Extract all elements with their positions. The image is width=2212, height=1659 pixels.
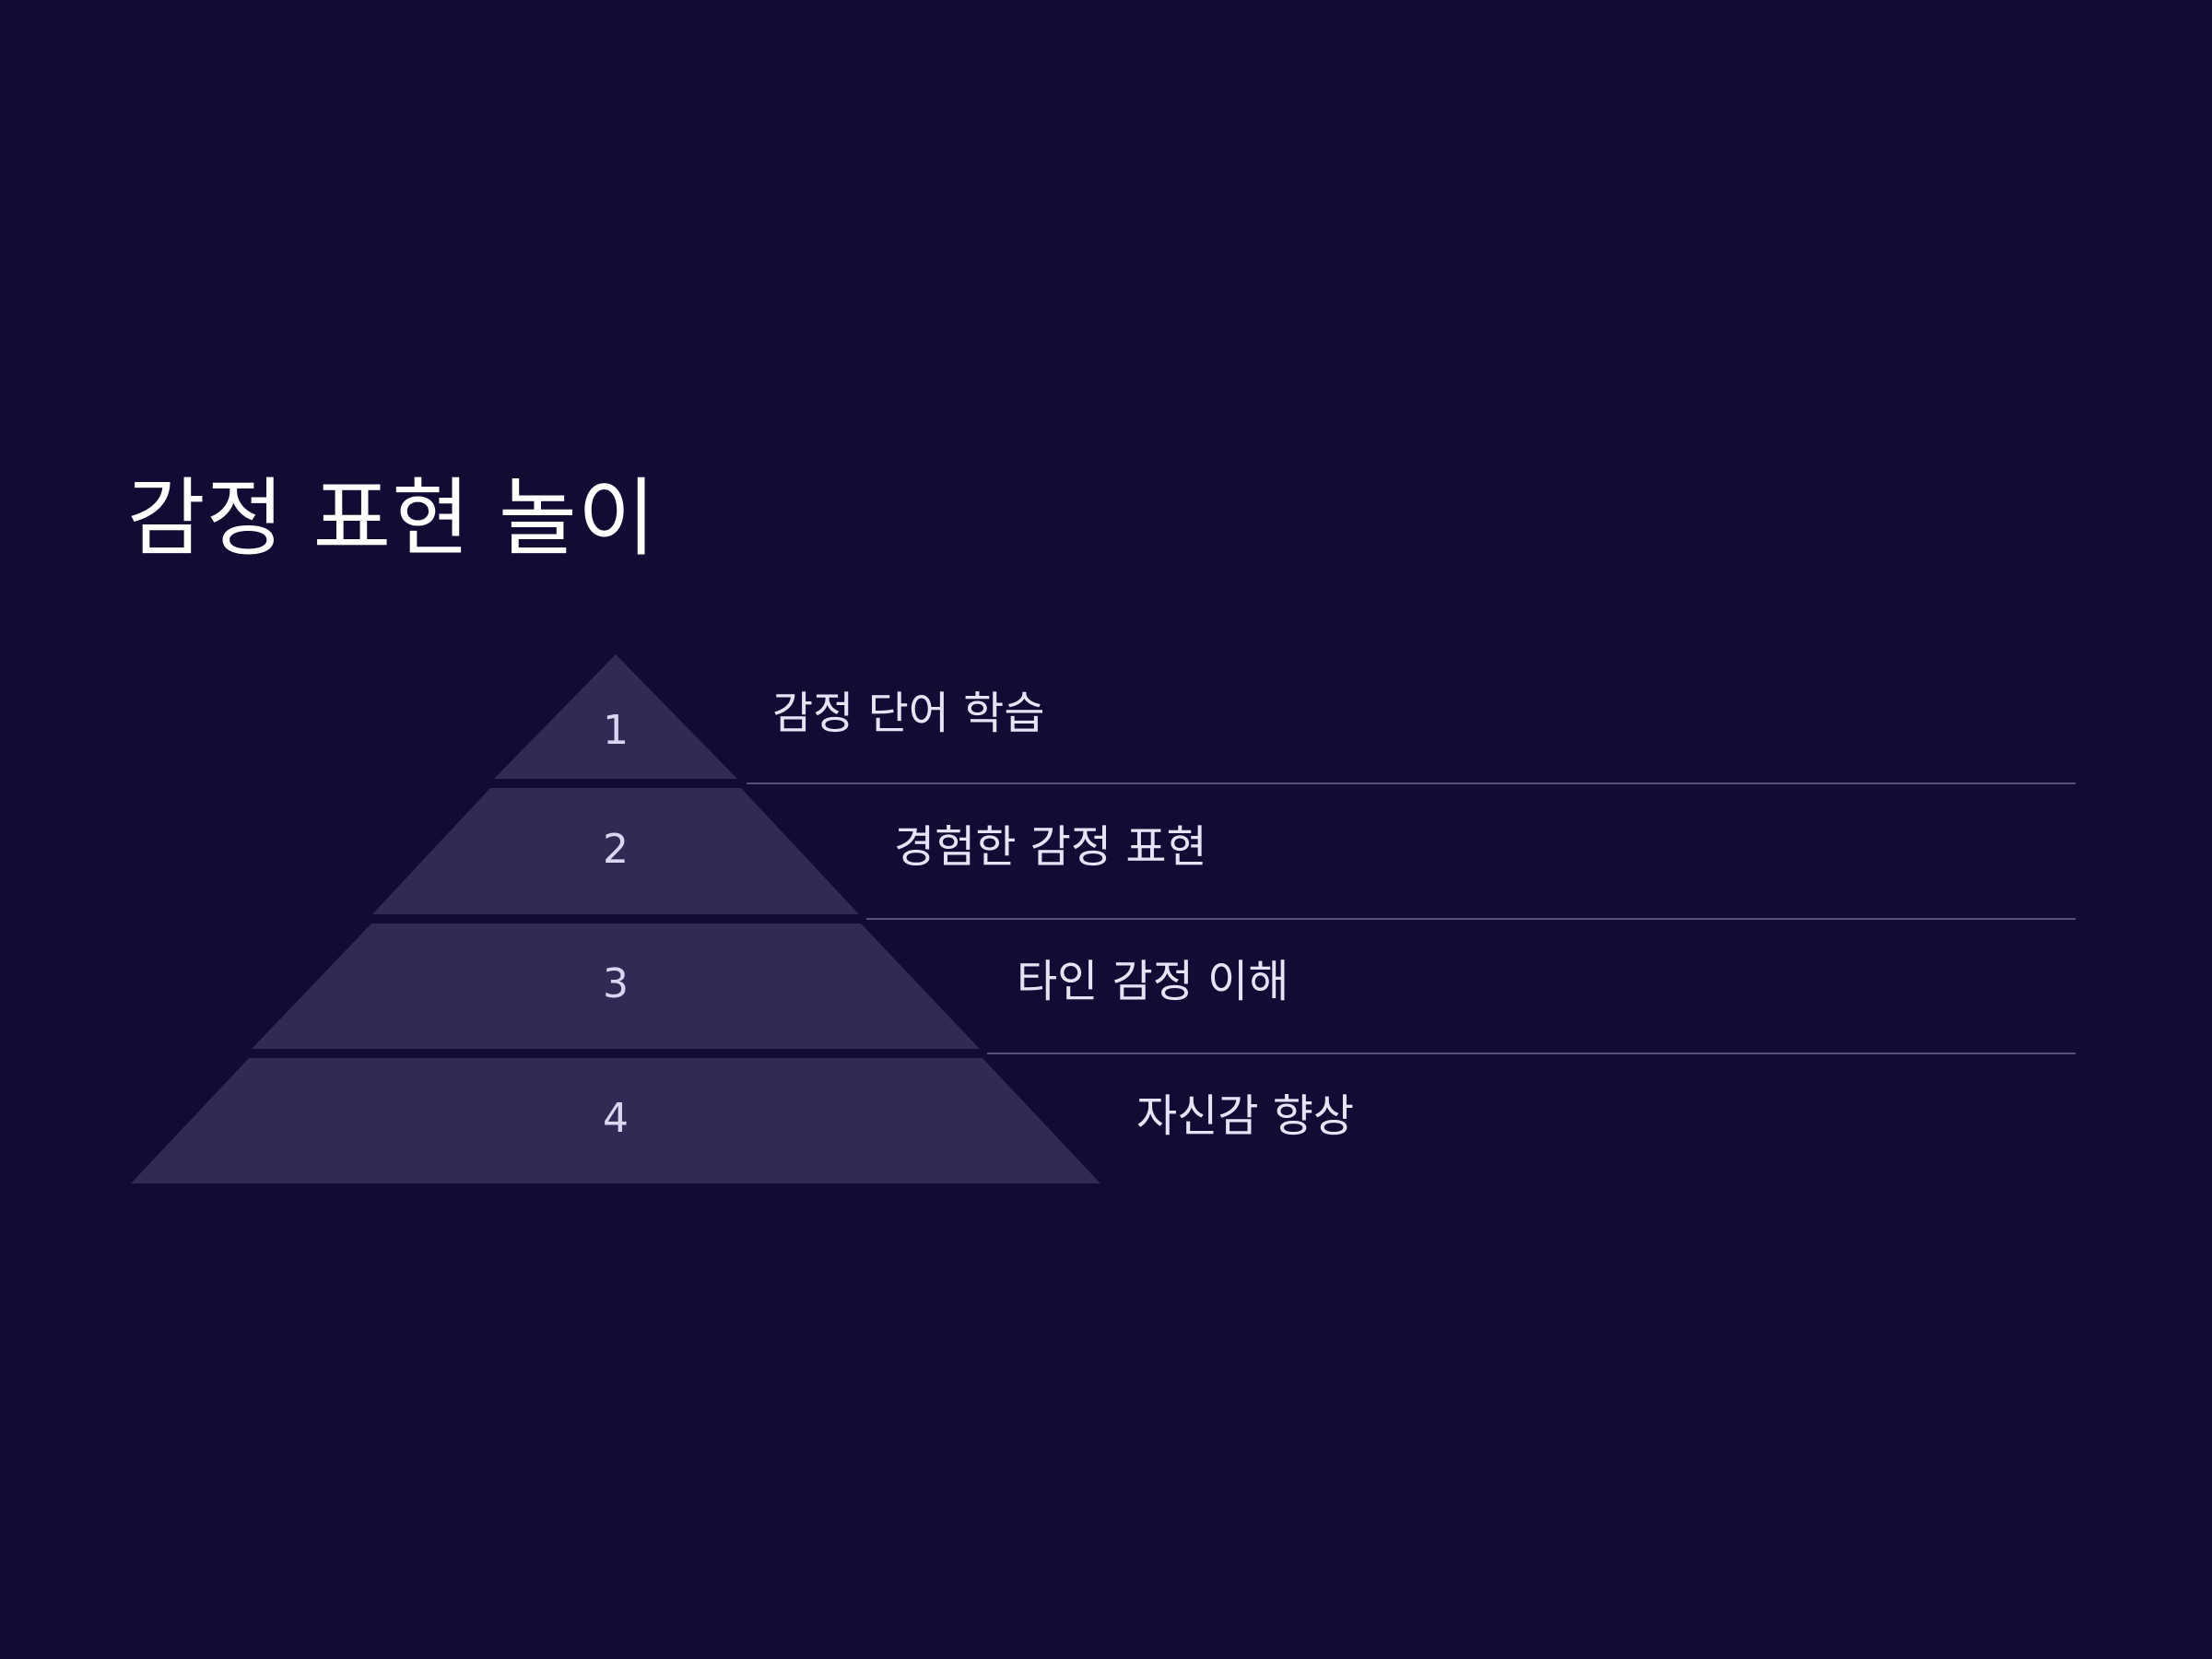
level-label-1: 감정 단어 학습 [772,688,1045,739]
pyramid-level-3 [252,924,980,1049]
level-label-2: 경험한 감정 표현 [894,821,1207,873]
slide-title: 감정 표현 놀이 [127,469,657,568]
level-number-1: 1 [603,707,629,754]
level-number-3: 3 [603,960,629,1007]
level-label-4: 자신감 향상 [1136,1090,1355,1142]
pyramid-level-1 [494,654,737,779]
pyramid-level-4 [131,1058,1100,1183]
level-number-4: 4 [603,1095,629,1142]
level-number-2: 2 [603,826,629,873]
level-label-3: 타인 감정 이해 [1017,956,1289,1007]
pyramid-level-2 [372,788,859,914]
